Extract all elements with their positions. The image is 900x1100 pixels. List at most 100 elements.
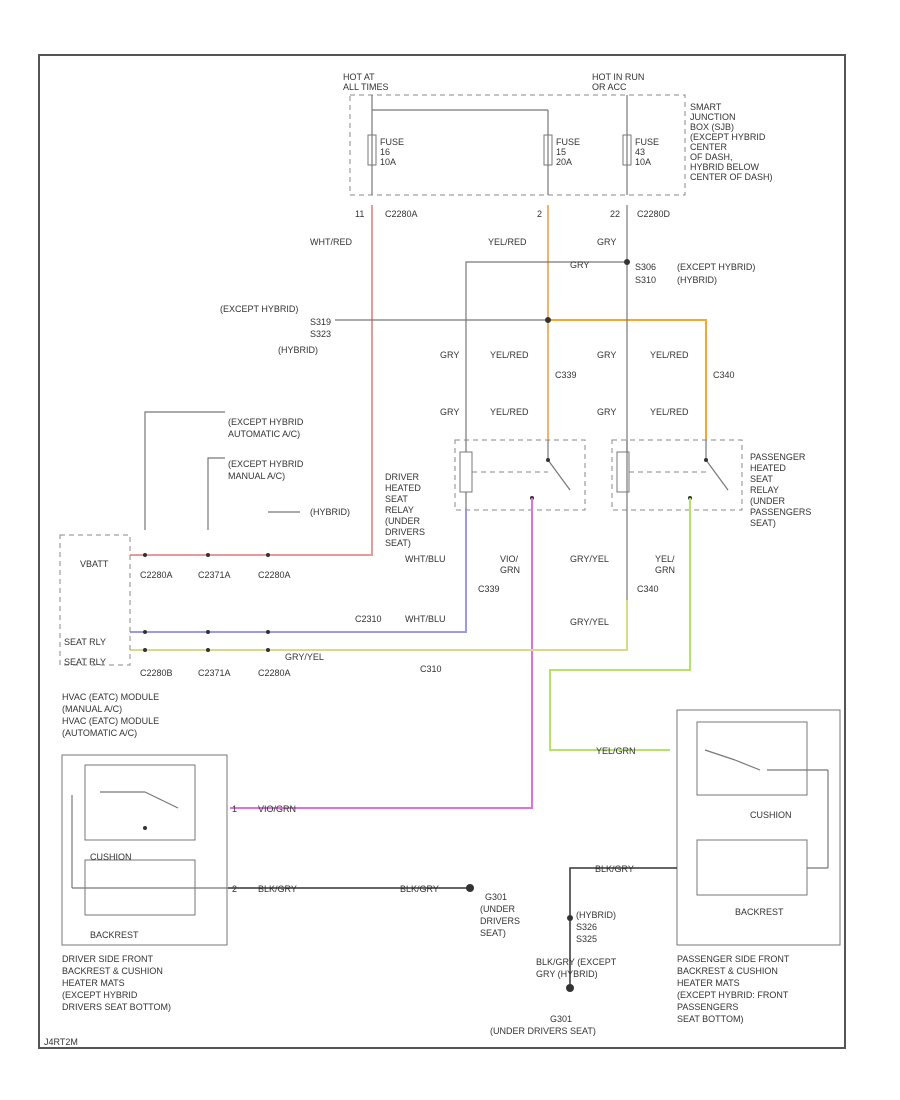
sjb-label-7: HYBRID BELOW xyxy=(690,162,760,172)
connector-pin-11: 11 xyxy=(355,209,364,219)
vio-grn-label-2: GRN xyxy=(500,565,520,575)
connector-c340-lower: C340 xyxy=(637,584,659,594)
passenger-heated-seat-relay: PASSENGER HEATED SEAT RELAY (UNDER PASSE… xyxy=(611,439,811,528)
connector-c2371a-b: C2371A xyxy=(198,668,231,678)
connector-c339-lower: C339 xyxy=(478,584,500,594)
sjb-label-2: JUNCTION xyxy=(690,112,736,122)
driver-heater-label-1: DRIVER SIDE FRONT xyxy=(62,954,154,964)
vio-grn-label-1: VIO/ xyxy=(500,554,519,564)
ground-splice-note-3: S325 xyxy=(576,934,597,944)
variant-manual-ac-2: MANUAL A/C) xyxy=(228,471,285,481)
driver-heated-seat-relay: DRIVER HEATED SEAT RELAY (UNDER DRIVERS … xyxy=(385,439,586,548)
wht-blu-label-lower: WHT/BLU xyxy=(405,614,446,624)
passenger-heater-label-1: PASSENGER SIDE FRONT xyxy=(677,954,790,964)
splice-s306-note: (EXCEPT HYBRID) xyxy=(677,262,755,272)
svg-text:SEAT): SEAT) xyxy=(750,518,776,528)
wire-gry-yel xyxy=(130,600,628,651)
driver-heater-label-5: DRIVERS SEAT BOTTOM) xyxy=(62,1002,171,1012)
driver-heater-mats: CUSHION BACKREST 1 2 xyxy=(61,754,237,946)
wire-wht-red xyxy=(130,205,373,556)
ground-g301-desc-1: (UNDER xyxy=(480,904,515,914)
svg-text:HEATED: HEATED xyxy=(750,463,786,473)
svg-text:43: 43 xyxy=(635,147,645,157)
passenger-relay-yelred-top: YEL/RED xyxy=(650,350,689,360)
driver-relay-yelred-top: YEL/RED xyxy=(490,350,529,360)
splice-left-4: (HYBRID) xyxy=(278,345,318,355)
passenger-heater-label-3: HEATER MATS xyxy=(677,978,740,988)
svg-text:15: 15 xyxy=(556,147,566,157)
driver-relay-gry-bottom: GRY xyxy=(440,407,459,417)
splice-left-3: S323 xyxy=(310,329,331,339)
diagram-frame xyxy=(38,54,846,1049)
hot-at-all-times-label-2: ALL TIMES xyxy=(343,82,389,92)
connector-c310: C310 xyxy=(420,664,442,674)
svg-text:1: 1 xyxy=(232,804,237,814)
wire-blk-gry-passenger xyxy=(569,867,677,985)
hvac-label-1: HVAC (EATC) MODULE xyxy=(62,692,159,702)
connector-c2280d: C2280D xyxy=(637,209,671,219)
smart-junction-box: HOT AT ALL TIMES HOT IN RUN OR ACC FUSE … xyxy=(343,72,773,196)
connector-c340-top: C340 xyxy=(713,370,735,380)
passenger-heater-label-4: (EXCEPT HYBRID: FRONT xyxy=(677,990,789,1000)
svg-text:CUSHION: CUSHION xyxy=(750,810,792,820)
ground-blk-label: BLK/GRY (EXCEPT xyxy=(536,957,617,967)
passenger-relay-gry-top: GRY xyxy=(597,350,616,360)
hot-in-run-label-2: OR ACC xyxy=(592,82,627,92)
driver-relay-yelred-bottom: YEL/RED xyxy=(490,407,529,417)
splice-s306: S306 xyxy=(635,262,656,272)
variant-auto-ac-1: (EXCEPT HYBRID xyxy=(228,417,304,427)
svg-text:2: 2 xyxy=(232,884,237,894)
hot-at-all-times-label-1: HOT AT xyxy=(343,72,375,82)
svg-text:PASSENGERS: PASSENGERS xyxy=(750,507,811,517)
connector-c2280a: C2280A xyxy=(385,209,418,219)
yel-grn-label-lower: YEL/GRN xyxy=(596,746,636,756)
svg-text:SEAT: SEAT xyxy=(750,474,773,484)
passenger-heater-label-2: BACKREST & CUSHION xyxy=(677,966,778,976)
wire-yel-grn xyxy=(549,498,691,751)
wire-yel-red-passenger xyxy=(548,319,707,440)
connector-pin-22: 22 xyxy=(610,209,620,219)
svg-text:PASSENGER: PASSENGER xyxy=(750,452,806,462)
splice-s310: S310 xyxy=(635,275,656,285)
ground-g301-desc-2: DRIVERS xyxy=(480,916,520,926)
sjb-label-8: CENTER OF DASH) xyxy=(690,172,773,182)
wire-gry-main xyxy=(130,205,628,651)
driver-relay-gry-top: GRY xyxy=(440,350,459,360)
svg-text:RELAY: RELAY xyxy=(385,505,414,515)
variant-hybrid: (HYBRID) xyxy=(310,507,350,517)
splice-s310-note: (HYBRID) xyxy=(677,275,717,285)
yel-grn-label-2: GRN xyxy=(655,565,675,575)
svg-text:FUSE: FUSE xyxy=(556,137,580,147)
gry-yel-label-right: GRY/YEL xyxy=(570,617,609,627)
hot-in-run-label-1: HOT IN RUN xyxy=(592,72,644,82)
connector-c2280a-d: C2280A xyxy=(258,668,291,678)
blk-gry-label-3: BLK/GRY xyxy=(595,864,634,874)
connector-c2371a: C2371A xyxy=(198,570,231,580)
vio-grn-label-lower: VIO/GRN xyxy=(258,804,296,814)
sjb-dashed-outline xyxy=(349,94,686,196)
svg-text:DRIVER: DRIVER xyxy=(385,472,420,482)
svg-text:10A: 10A xyxy=(635,157,651,167)
variant-auto-ac-2: AUTOMATIC A/C) xyxy=(228,429,300,439)
wire-wht-blu xyxy=(130,510,467,633)
hvac-seat-rly-1: SEAT RLY xyxy=(64,637,106,647)
ground-g301: G301 xyxy=(485,892,507,902)
hvac-seat-rly-2: SEAT RLY xyxy=(64,657,106,667)
connector-c2280a-c: C2280A xyxy=(258,570,291,580)
fuse-43: FUSE 43 10A xyxy=(622,125,659,195)
driver-heater-label-4: (EXCEPT HYBRID xyxy=(62,990,138,1000)
yel-red-wire-label: YEL/RED xyxy=(488,237,527,247)
svg-text:10A: 10A xyxy=(380,157,396,167)
svg-text:BACKREST: BACKREST xyxy=(90,930,139,940)
gry-wire-label: GRY xyxy=(597,237,616,247)
sjb-label-6: OF DASH, xyxy=(690,152,733,162)
svg-text:(UNDER: (UNDER xyxy=(385,516,420,526)
sjb-label-1: SMART xyxy=(690,102,722,112)
variant-manual-ac-1: (EXCEPT HYBRID xyxy=(228,459,304,469)
passenger-relay-gry-bottom: GRY xyxy=(597,407,616,417)
svg-text:16: 16 xyxy=(380,147,390,157)
svg-text:HEATED: HEATED xyxy=(385,483,421,493)
blk-gry-label-2: BLK/GRY xyxy=(400,884,439,894)
wht-blu-label-upper: WHT/BLU xyxy=(405,554,446,564)
gry-yel-label-lower: GRY/YEL xyxy=(285,652,324,662)
